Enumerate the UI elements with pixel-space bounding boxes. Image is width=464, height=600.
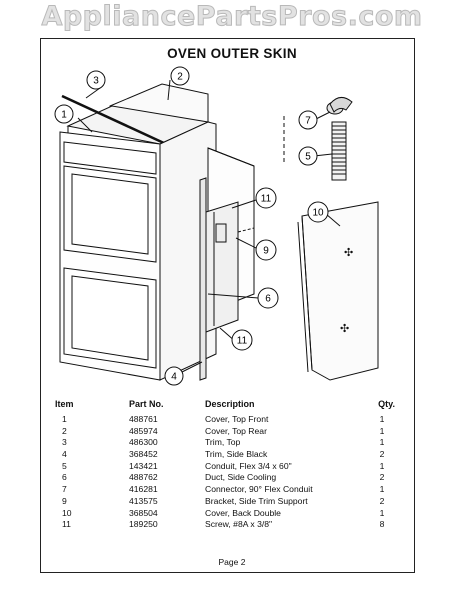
row-part-no: 189250	[129, 519, 158, 530]
row-qty: 1	[379, 484, 385, 495]
row-qty: 8	[379, 519, 385, 530]
row-qty: 2	[379, 495, 385, 506]
table-row: 10 368504 Cover, Back Double 1	[55, 508, 395, 520]
row-part-no: 488761	[129, 414, 158, 424]
row-description: Screw, #8A x 3/8"	[205, 519, 273, 530]
header-part-no: Part No.	[129, 399, 164, 409]
header-qty: Qty.	[378, 399, 395, 409]
row-qty: 2	[379, 449, 385, 460]
row-description: Cover, Top Front	[205, 414, 269, 424]
table-row: 5 143421 Conduit, Flex 3/4 x 60" 1	[55, 461, 395, 473]
callout-9: 9	[255, 239, 277, 261]
table-row: 6 488762 Duct, Side Cooling 2	[55, 472, 395, 484]
svg-text:7: 7	[305, 116, 311, 127]
row-part-no: 486300	[129, 437, 158, 448]
row-description: Cover, Top Rear	[205, 425, 267, 436]
side-trim-bracket	[215, 223, 227, 243]
row-description: Trim, Top	[205, 437, 241, 448]
callout-6: 6	[257, 287, 279, 309]
table-header: Item Part No. Description Qty.	[55, 397, 395, 411]
svg-text:✣: ✣	[344, 247, 353, 259]
row-part-no: 416281	[129, 484, 158, 495]
row-item: 4	[62, 449, 67, 460]
table-row: 9 413575 Bracket, Side Trim Support 2	[55, 496, 395, 508]
row-part-no: 368452	[129, 449, 158, 460]
svg-text:10: 10	[312, 208, 324, 219]
row-description: Connector, 90° Flex Conduit	[205, 484, 313, 495]
row-qty: 1	[379, 437, 385, 448]
callout-11-lower: 11	[231, 329, 253, 351]
row-qty: 1	[379, 425, 385, 436]
callout-3: 3	[86, 70, 106, 90]
svg-text:11: 11	[237, 336, 248, 347]
table-row: 1 488761 Cover, Top Front 1	[55, 414, 395, 426]
header-description: Description	[205, 399, 255, 409]
table-row: 3 486300 Trim, Top 1	[55, 437, 395, 449]
row-description: Trim, Side Black	[205, 449, 268, 460]
row-item: 11	[62, 519, 71, 530]
svg-text:3: 3	[93, 76, 99, 87]
row-qty: 1	[379, 414, 385, 424]
row-part-no: 368504	[129, 507, 158, 518]
row-item: 3	[62, 437, 67, 448]
table-row: 11 189250 Screw, #8A x 3/8" 8	[55, 519, 395, 531]
row-item: 2	[62, 425, 67, 436]
callout-11-upper: 11	[255, 187, 277, 209]
header-item: Item	[55, 399, 74, 409]
row-description: Conduit, Flex 3/4 x 60"	[205, 460, 292, 471]
oven-front-face	[59, 131, 161, 381]
table-row: 2 485974 Cover, Top Rear 1	[55, 426, 395, 438]
callout-4: 4	[164, 366, 184, 386]
svg-text:✣: ✣	[340, 323, 349, 335]
callout-10: 10	[307, 201, 329, 223]
watermark: AppliancePartsPros.com	[41, 1, 423, 33]
page-frame	[40, 38, 415, 573]
row-item: 1	[62, 414, 67, 424]
row-part-no: 143421	[129, 460, 158, 471]
flex-conduit	[331, 121, 347, 181]
row-description: Duct, Side Cooling	[205, 472, 277, 483]
row-qty: 2	[379, 472, 385, 483]
row-part-no: 413575	[129, 495, 158, 506]
row-part-no: 485974	[129, 425, 158, 436]
exploded-diagram: ✣ ✣ 3 2 1 7 5	[54, 66, 379, 386]
side-trim	[199, 177, 207, 381]
svg-text:11: 11	[261, 194, 272, 205]
row-item: 10	[62, 507, 72, 518]
page-title: OVEN OUTER SKIN	[167, 46, 297, 61]
row-item: 7	[62, 484, 67, 495]
table-row: 4 368452 Trim, Side Black 2	[55, 449, 395, 461]
page-number: Page 2	[218, 557, 246, 567]
table-row: 7 416281 Connector, 90° Flex Conduit 1	[55, 484, 395, 496]
row-part-no: 488762	[129, 472, 158, 483]
flex-conduit-connector	[326, 97, 353, 115]
callout-7: 7	[298, 110, 318, 130]
svg-text:6: 6	[265, 294, 271, 305]
svg-text:2: 2	[177, 72, 183, 83]
back-cover-double: ✣ ✣	[297, 201, 379, 381]
side-cooling-duct	[205, 201, 239, 333]
row-item: 9	[62, 495, 67, 506]
row-description: Cover, Back Double	[205, 507, 281, 518]
row-qty: 1	[379, 460, 385, 471]
svg-text:1: 1	[61, 110, 67, 121]
row-item: 6	[62, 472, 67, 483]
callout-2: 2	[170, 66, 190, 86]
top-trim	[61, 94, 167, 146]
row-qty: 1	[379, 507, 385, 518]
callout-1: 1	[54, 104, 74, 124]
callout-5: 5	[298, 146, 318, 166]
row-item: 5	[62, 460, 67, 471]
row-description: Bracket, Side Trim Support	[205, 495, 308, 506]
svg-text:9: 9	[263, 246, 269, 257]
svg-text:5: 5	[305, 152, 311, 163]
svg-text:4: 4	[171, 372, 177, 383]
